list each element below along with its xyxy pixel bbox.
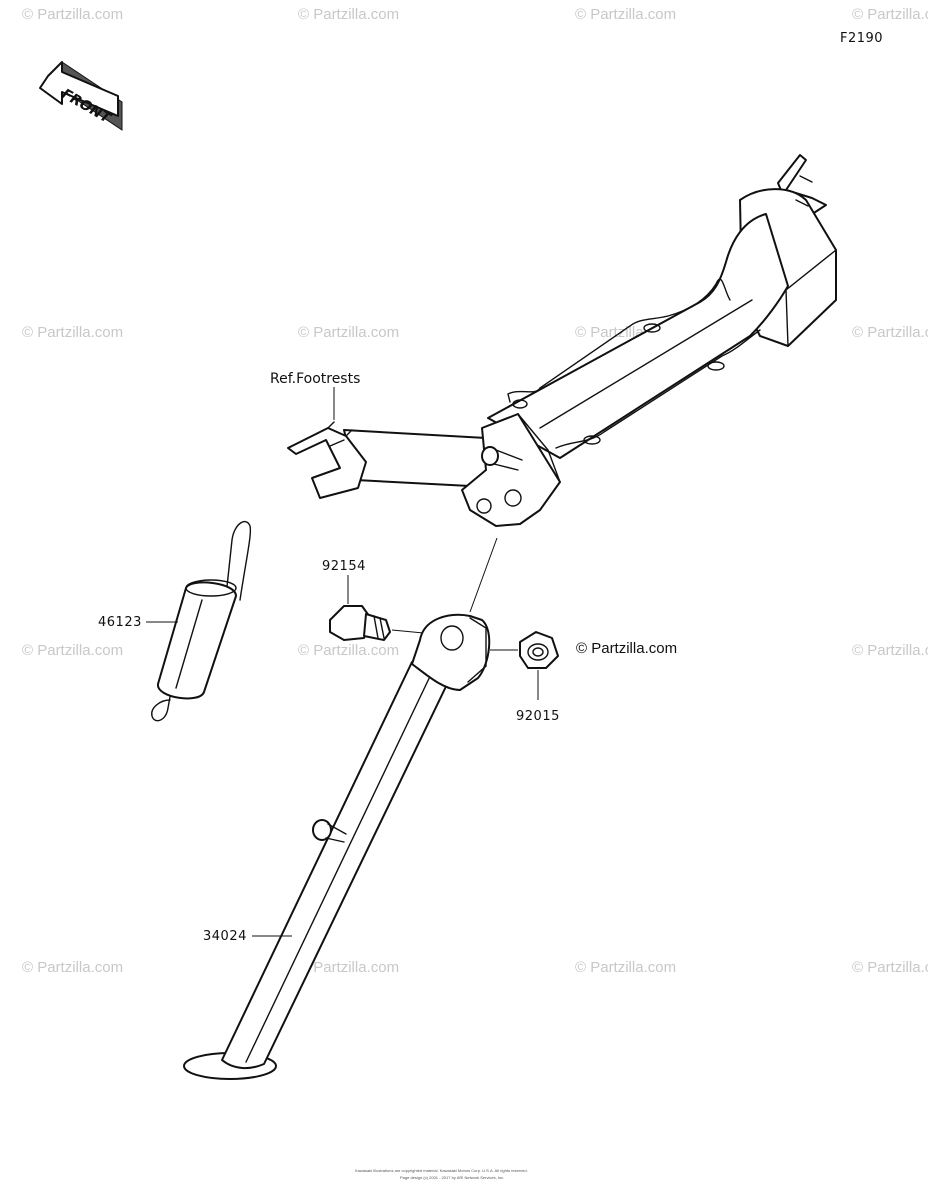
side-stand-part [183,613,491,1080]
watermark: © Partzilla.com [575,959,676,976]
watermark: © Partzilla.com [22,959,123,976]
watermark: © Partzilla.com [852,6,928,23]
nut-part [519,631,559,669]
part-number-side-stand: 34024 [203,929,247,944]
watermark: © Partzilla.com [852,642,928,659]
reference-label: Ref.Footrests [270,371,360,387]
watermark: © Partzilla.com [852,324,928,341]
watermark: © Partzilla.com [298,6,399,23]
diagram-code: F2190 [840,31,883,46]
part-number-bolt: 92154 [322,559,366,574]
footer-line-1: Kawasaki Illustrations are copyrighted m… [355,1168,528,1173]
front-arrow-icon: FRONT [39,61,123,131]
watermark: © Partzilla.com [22,6,123,23]
part-number-nut: 92015 [516,709,560,724]
watermark: © Partzilla.com [298,959,399,976]
watermark: © Partzilla.com [22,324,123,341]
footer-line-2: Page design (c) 2001 - 2017 by ARI Netwo… [400,1175,504,1180]
assembly-line [469,537,498,613]
copyright-text: © Partzilla.com [576,640,677,657]
watermark: © Partzilla.com [852,959,928,976]
watermark: © Partzilla.com [298,324,399,341]
frame-assembly [287,154,837,527]
watermarks: © Partzilla.com © Partzilla.com © Partzi… [22,6,928,976]
bolt-part [329,605,391,641]
watermark: © Partzilla.com [575,6,676,23]
part-number-spring: 46123 [98,615,142,630]
watermark: © Partzilla.com [22,642,123,659]
watermark: © Partzilla.com [298,642,399,659]
spring-part [151,521,252,722]
